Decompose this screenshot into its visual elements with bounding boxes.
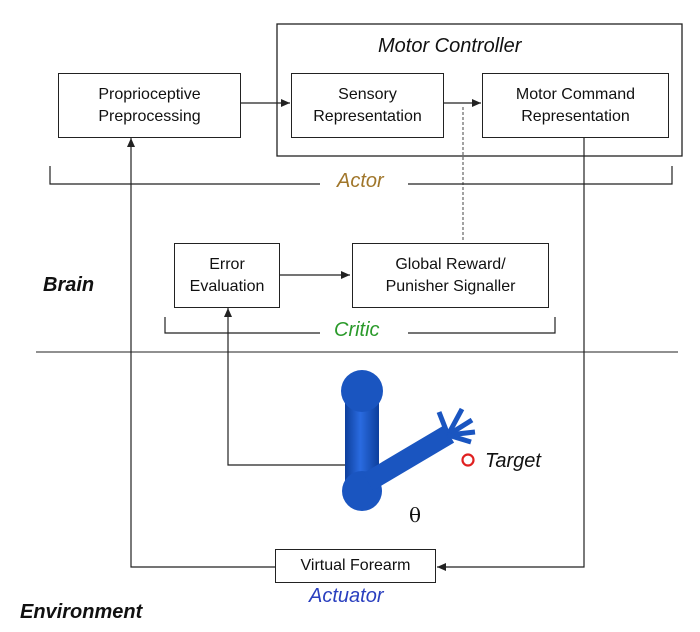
arrow-motor-to-forearm: [437, 138, 585, 571]
shoulder-joint: [341, 370, 383, 412]
arrow-arm-to-error: [224, 308, 345, 466]
critic-bracket: [164, 317, 556, 334]
reward-line1: Global Reward/: [395, 255, 506, 273]
proprioceptive-preprocessing-box: Proprioceptive Preprocessing: [58, 73, 241, 138]
environment-label: Environment: [20, 601, 143, 623]
arm-illustration: [341, 370, 476, 511]
proprioceptive-line1: Proprioceptive: [98, 85, 201, 103]
motor-command-line1: Motor Command: [515, 85, 636, 103]
target-marker: [461, 453, 475, 467]
sensory-representation-box: Sensory Representation: [291, 73, 444, 138]
error-line1: Error: [209, 255, 245, 273]
forearm: [362, 425, 455, 491]
actor-bracket: [49, 166, 673, 185]
global-reward-punisher-box: Global Reward/ Punisher Signaller: [352, 243, 549, 308]
brain-label: Brain: [43, 274, 95, 296]
sensory-line2: Representation: [313, 107, 422, 125]
arrow-forearm-to-proprio: [127, 138, 275, 568]
motor-controller-frame: [276, 23, 683, 157]
theta-label: θ: [409, 503, 422, 527]
actuator-label: Actuator: [309, 585, 384, 607]
reward-line2: Punisher Signaller: [385, 277, 516, 295]
virtual-forearm-label: Virtual Forearm: [300, 557, 411, 574]
error-evaluation-box: Error Evaluation: [174, 243, 280, 308]
motor-controller-title: Motor Controller: [378, 35, 522, 57]
virtual-forearm-box: Virtual Forearm: [275, 549, 436, 583]
proprioceptive-line2: Preprocessing: [98, 107, 201, 125]
sensory-line1: Sensory: [338, 85, 397, 103]
target-label: Target: [485, 450, 541, 472]
motor-command-representation-box: Motor Command Representation: [482, 73, 669, 138]
actor-label: Actor: [337, 170, 384, 192]
error-line2: Evaluation: [189, 277, 265, 295]
critic-label: Critic: [334, 319, 380, 341]
motor-command-line2: Representation: [521, 107, 630, 125]
